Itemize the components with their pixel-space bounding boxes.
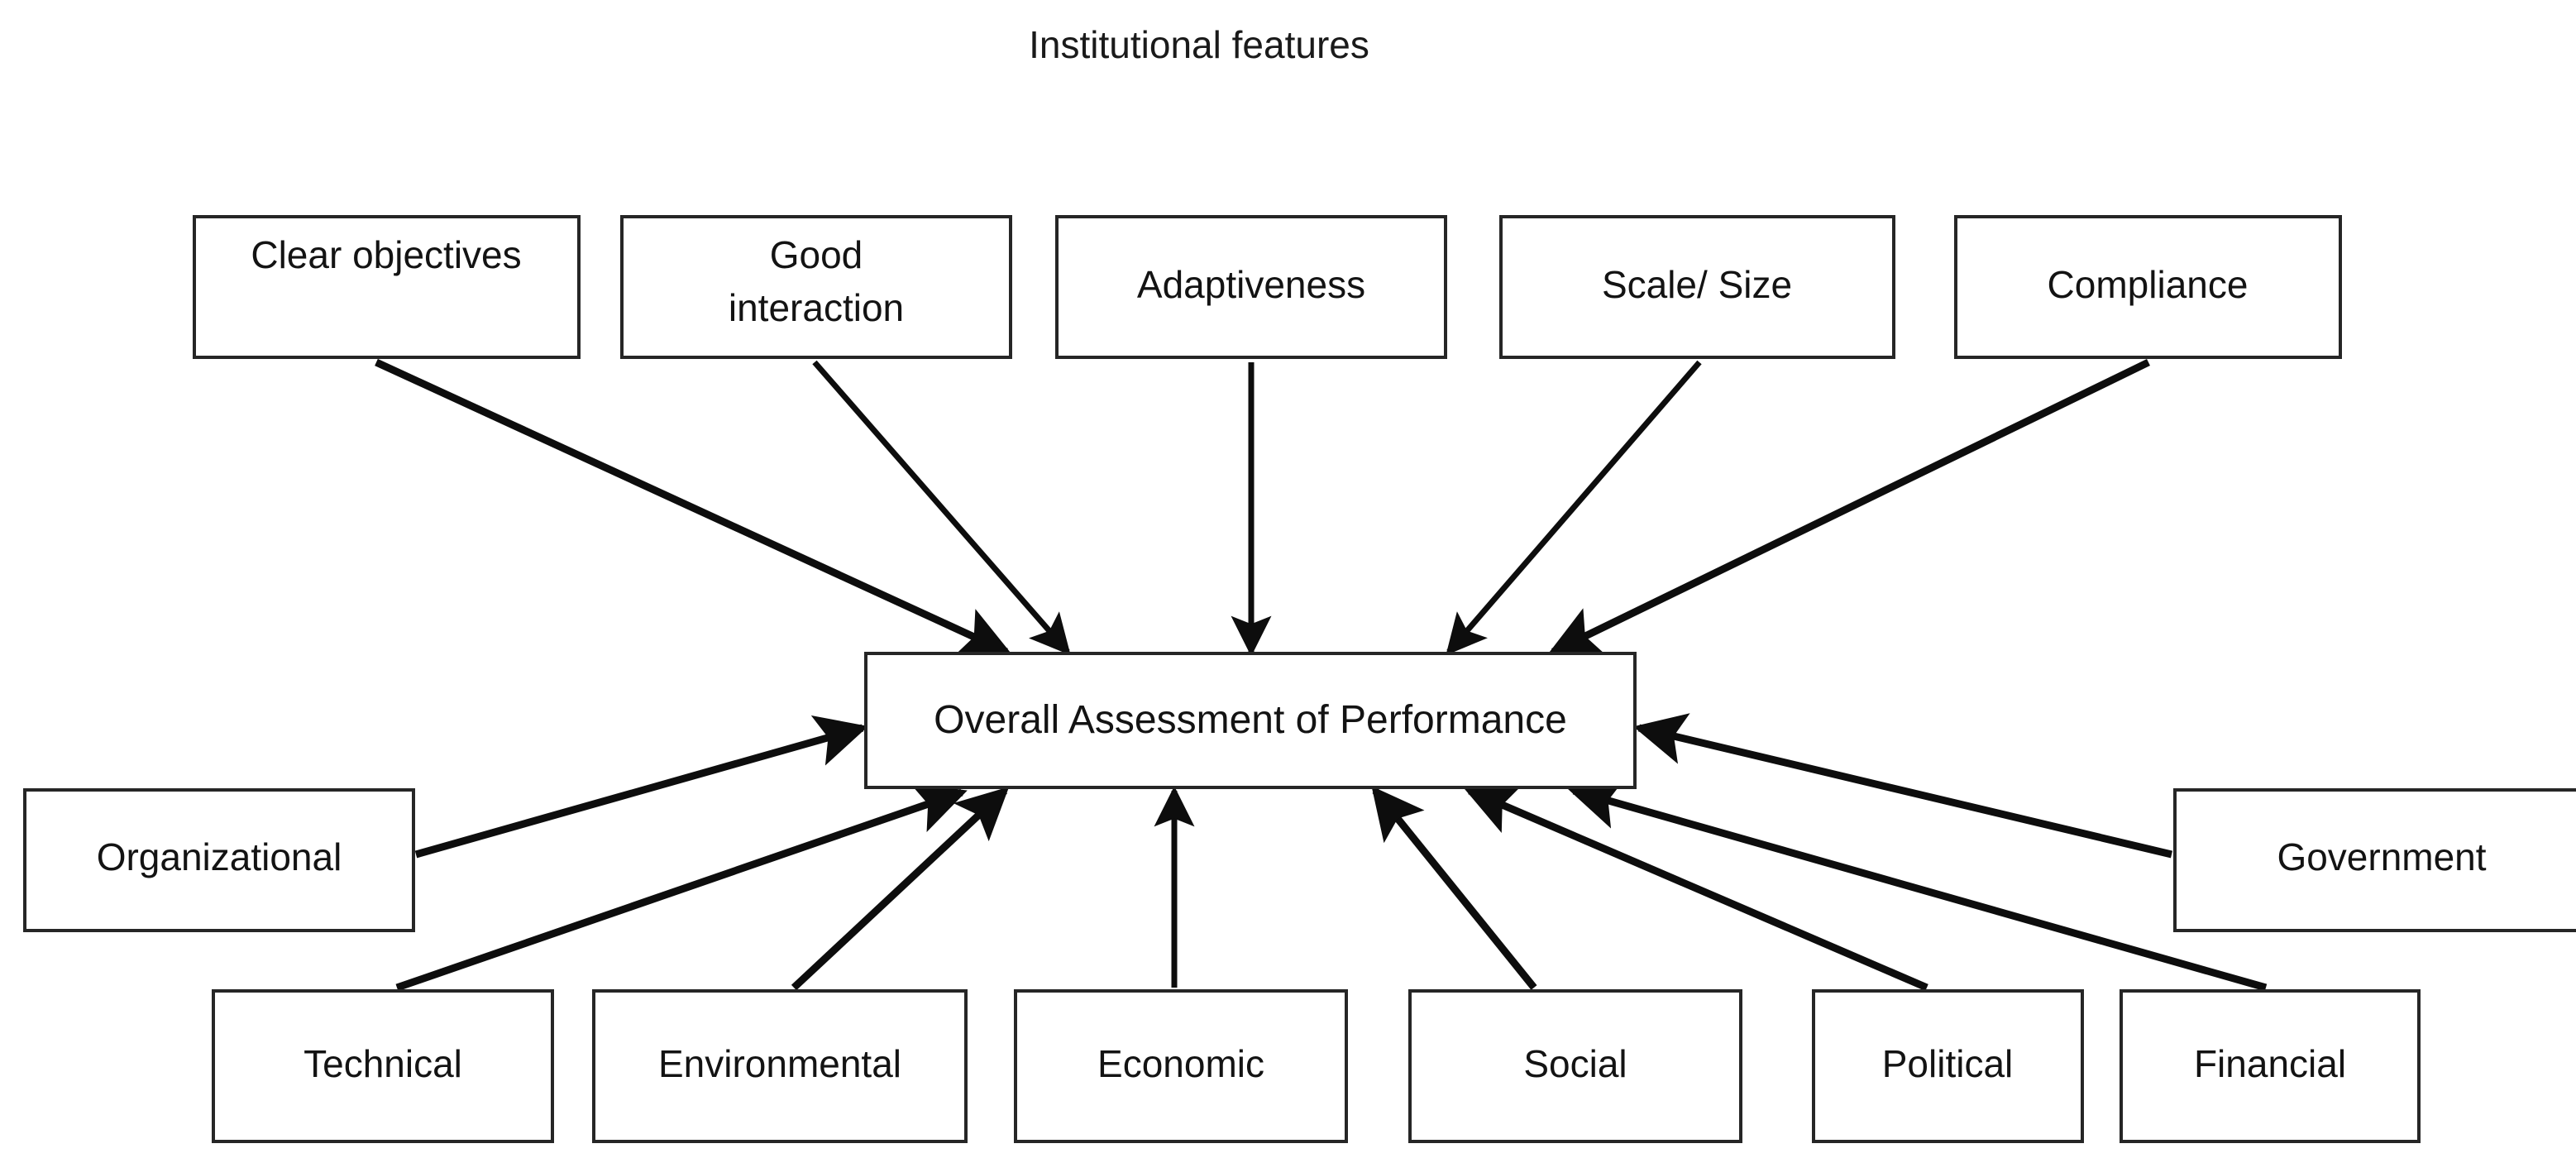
- node-scale-size[interactable]: Scale/ Size: [1499, 215, 1895, 359]
- node-label-social: Social: [1523, 1042, 1627, 1085]
- node-government[interactable]: Government: [2173, 788, 2576, 932]
- edge-environmental: [791, 787, 1010, 991]
- edges-layer: [375, 358, 2268, 992]
- edge-political: [1464, 785, 1928, 992]
- node-box-clear-objectives: [193, 215, 581, 359]
- node-environmental[interactable]: Environmental: [592, 989, 968, 1143]
- node-technical[interactable]: Technical: [212, 989, 554, 1143]
- edge-financial: [1568, 778, 2268, 992]
- edge-good-interaction: [812, 360, 1071, 656]
- node-box-compliance: [1954, 215, 2342, 359]
- node-economic[interactable]: Economic: [1014, 989, 1348, 1143]
- node-label-government: Government: [2277, 835, 2486, 878]
- edge-clear-objectives: [375, 358, 1012, 657]
- node-compliance[interactable]: Compliance: [1954, 215, 2342, 359]
- node-box-social: [1408, 989, 1742, 1143]
- node-box-adaptiveness: [1055, 215, 1447, 359]
- node-organizational[interactable]: Organizational: [23, 788, 415, 932]
- node-label-economic: Economic: [1097, 1042, 1264, 1085]
- edge-technical: [395, 782, 968, 992]
- node-clear-objectives[interactable]: Clear objectives: [193, 215, 581, 359]
- node-box-organizational: [23, 788, 415, 932]
- node-box-economic: [1014, 989, 1348, 1143]
- node-box-good-interaction: [620, 215, 1012, 359]
- node-label-overall: Overall Assessment of Performance: [934, 698, 1567, 742]
- edge-compliance: [1547, 358, 2150, 656]
- node-box-government: [2173, 788, 2576, 932]
- node-box-environmental: [592, 989, 968, 1143]
- edge-organizational: [414, 715, 868, 859]
- node-social[interactable]: Social: [1408, 989, 1742, 1143]
- page-title: Institutional features: [1029, 23, 1369, 66]
- edge-government: [1632, 713, 2173, 859]
- edge-social: [1371, 786, 1537, 990]
- node-box-overall: [864, 652, 1637, 789]
- node-label-scale-size: Scale/ Size: [1602, 263, 1792, 306]
- node-label-clear-objectives: Clear objectives: [251, 233, 521, 276]
- node-label-technical: Technical: [303, 1042, 462, 1085]
- node-label-political: Political: [1882, 1042, 2014, 1085]
- node-label-adaptiveness: Adaptiveness: [1137, 263, 1365, 306]
- node-label-environmental: Environmental: [658, 1042, 901, 1085]
- node-label-organizational: Organizational: [97, 835, 342, 878]
- node-box-financial: [2120, 989, 2421, 1143]
- node-financial[interactable]: Financial: [2120, 989, 2421, 1143]
- node-overall[interactable]: Overall Assessment of Performance: [864, 652, 1637, 789]
- node-political[interactable]: Political: [1812, 989, 2084, 1143]
- node-label-compliance: Compliance: [2048, 263, 2249, 306]
- node-box-political: [1812, 989, 2084, 1143]
- edge-scale-size: [1446, 360, 1702, 656]
- node-box-scale-size: [1499, 215, 1895, 359]
- node-box-technical: [212, 989, 554, 1143]
- node-adaptiveness[interactable]: Adaptiveness: [1055, 215, 1447, 359]
- node-label-financial: Financial: [2194, 1042, 2346, 1085]
